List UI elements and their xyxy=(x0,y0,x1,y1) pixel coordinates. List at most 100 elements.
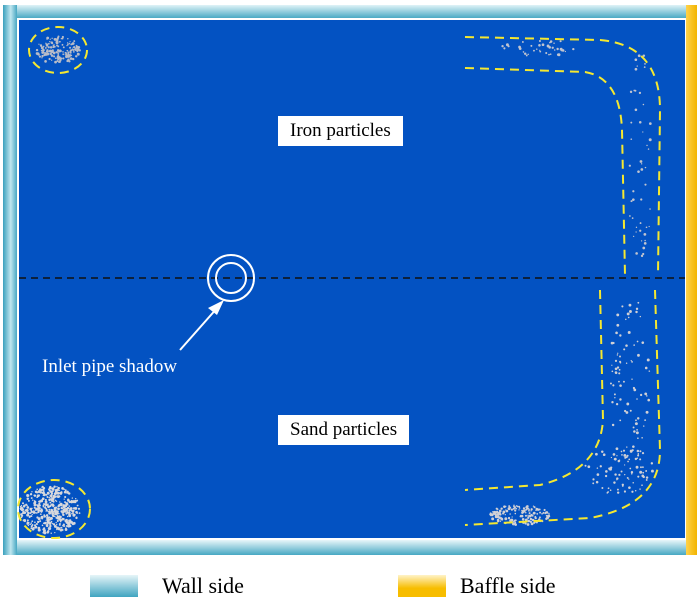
particle xyxy=(64,504,67,507)
particle xyxy=(56,59,59,62)
particle xyxy=(40,509,43,513)
particle xyxy=(62,513,65,517)
particle xyxy=(613,481,616,484)
particle xyxy=(52,523,56,526)
particle xyxy=(33,506,36,509)
particle xyxy=(29,523,31,526)
particle xyxy=(52,508,54,511)
particle xyxy=(62,57,65,60)
particle xyxy=(59,522,61,525)
particle xyxy=(49,52,52,56)
particle xyxy=(614,473,617,476)
particle xyxy=(637,353,640,357)
particle xyxy=(62,53,65,56)
particle xyxy=(64,489,67,492)
particle xyxy=(651,469,654,473)
particle xyxy=(548,512,550,515)
particle xyxy=(45,42,47,44)
particle xyxy=(592,478,595,481)
particle xyxy=(66,45,68,47)
top-wall xyxy=(17,5,686,18)
particle xyxy=(48,57,51,61)
particle xyxy=(61,37,64,40)
particle xyxy=(49,501,52,504)
particle xyxy=(543,508,546,512)
particle xyxy=(76,50,79,53)
particle xyxy=(37,52,39,54)
particle xyxy=(626,402,630,406)
particle xyxy=(57,53,60,56)
particle xyxy=(494,515,498,519)
particle xyxy=(531,514,534,517)
particle xyxy=(49,38,51,40)
particle xyxy=(27,521,30,524)
particle xyxy=(69,51,72,54)
particle xyxy=(639,458,642,461)
particle xyxy=(67,492,71,495)
particle xyxy=(500,517,504,521)
particle xyxy=(513,505,515,508)
particle xyxy=(559,40,562,43)
particle xyxy=(44,500,48,504)
particle xyxy=(56,519,59,522)
particle xyxy=(628,486,631,489)
particle xyxy=(615,331,618,335)
particle xyxy=(514,521,517,524)
particle xyxy=(41,54,44,58)
particle xyxy=(55,41,57,43)
particle xyxy=(41,491,45,494)
particle xyxy=(76,499,79,502)
particle xyxy=(545,52,548,55)
particle xyxy=(70,499,73,503)
particle xyxy=(635,431,639,435)
particle xyxy=(32,510,36,514)
particle xyxy=(31,513,33,516)
particle xyxy=(42,505,45,508)
particle xyxy=(587,465,591,469)
particle xyxy=(609,382,612,385)
particle xyxy=(526,523,530,526)
particle xyxy=(36,520,40,524)
particle xyxy=(41,51,45,54)
particle xyxy=(623,348,626,351)
particle xyxy=(642,466,644,469)
particle xyxy=(45,514,49,517)
particle xyxy=(647,398,651,402)
particle xyxy=(541,512,543,515)
particle xyxy=(68,509,71,512)
particle xyxy=(45,493,48,496)
particle xyxy=(54,513,57,516)
particle xyxy=(26,506,29,509)
particle xyxy=(47,527,50,530)
particle xyxy=(645,470,648,472)
particle xyxy=(34,525,38,529)
particle xyxy=(53,524,57,528)
particle xyxy=(62,51,64,53)
sand-corner-outline xyxy=(17,479,91,539)
particle xyxy=(39,491,43,494)
bottom-wall xyxy=(17,540,686,555)
particle xyxy=(535,48,538,50)
particle xyxy=(643,66,646,68)
particle xyxy=(66,54,69,56)
particle xyxy=(621,305,624,308)
particle xyxy=(42,504,45,507)
particle xyxy=(48,508,51,511)
particle xyxy=(636,449,640,453)
particle xyxy=(69,41,71,43)
particle xyxy=(63,498,65,500)
particle xyxy=(626,411,628,414)
particle xyxy=(54,531,56,534)
particle xyxy=(53,485,56,488)
particle xyxy=(614,371,618,375)
particle xyxy=(616,455,618,457)
particle xyxy=(45,524,48,527)
particle xyxy=(66,515,69,518)
particle xyxy=(46,36,50,40)
particle xyxy=(20,504,23,507)
particle xyxy=(514,509,517,512)
particle xyxy=(633,89,636,92)
particle xyxy=(642,54,646,58)
particle xyxy=(636,65,638,67)
particle xyxy=(541,43,545,47)
